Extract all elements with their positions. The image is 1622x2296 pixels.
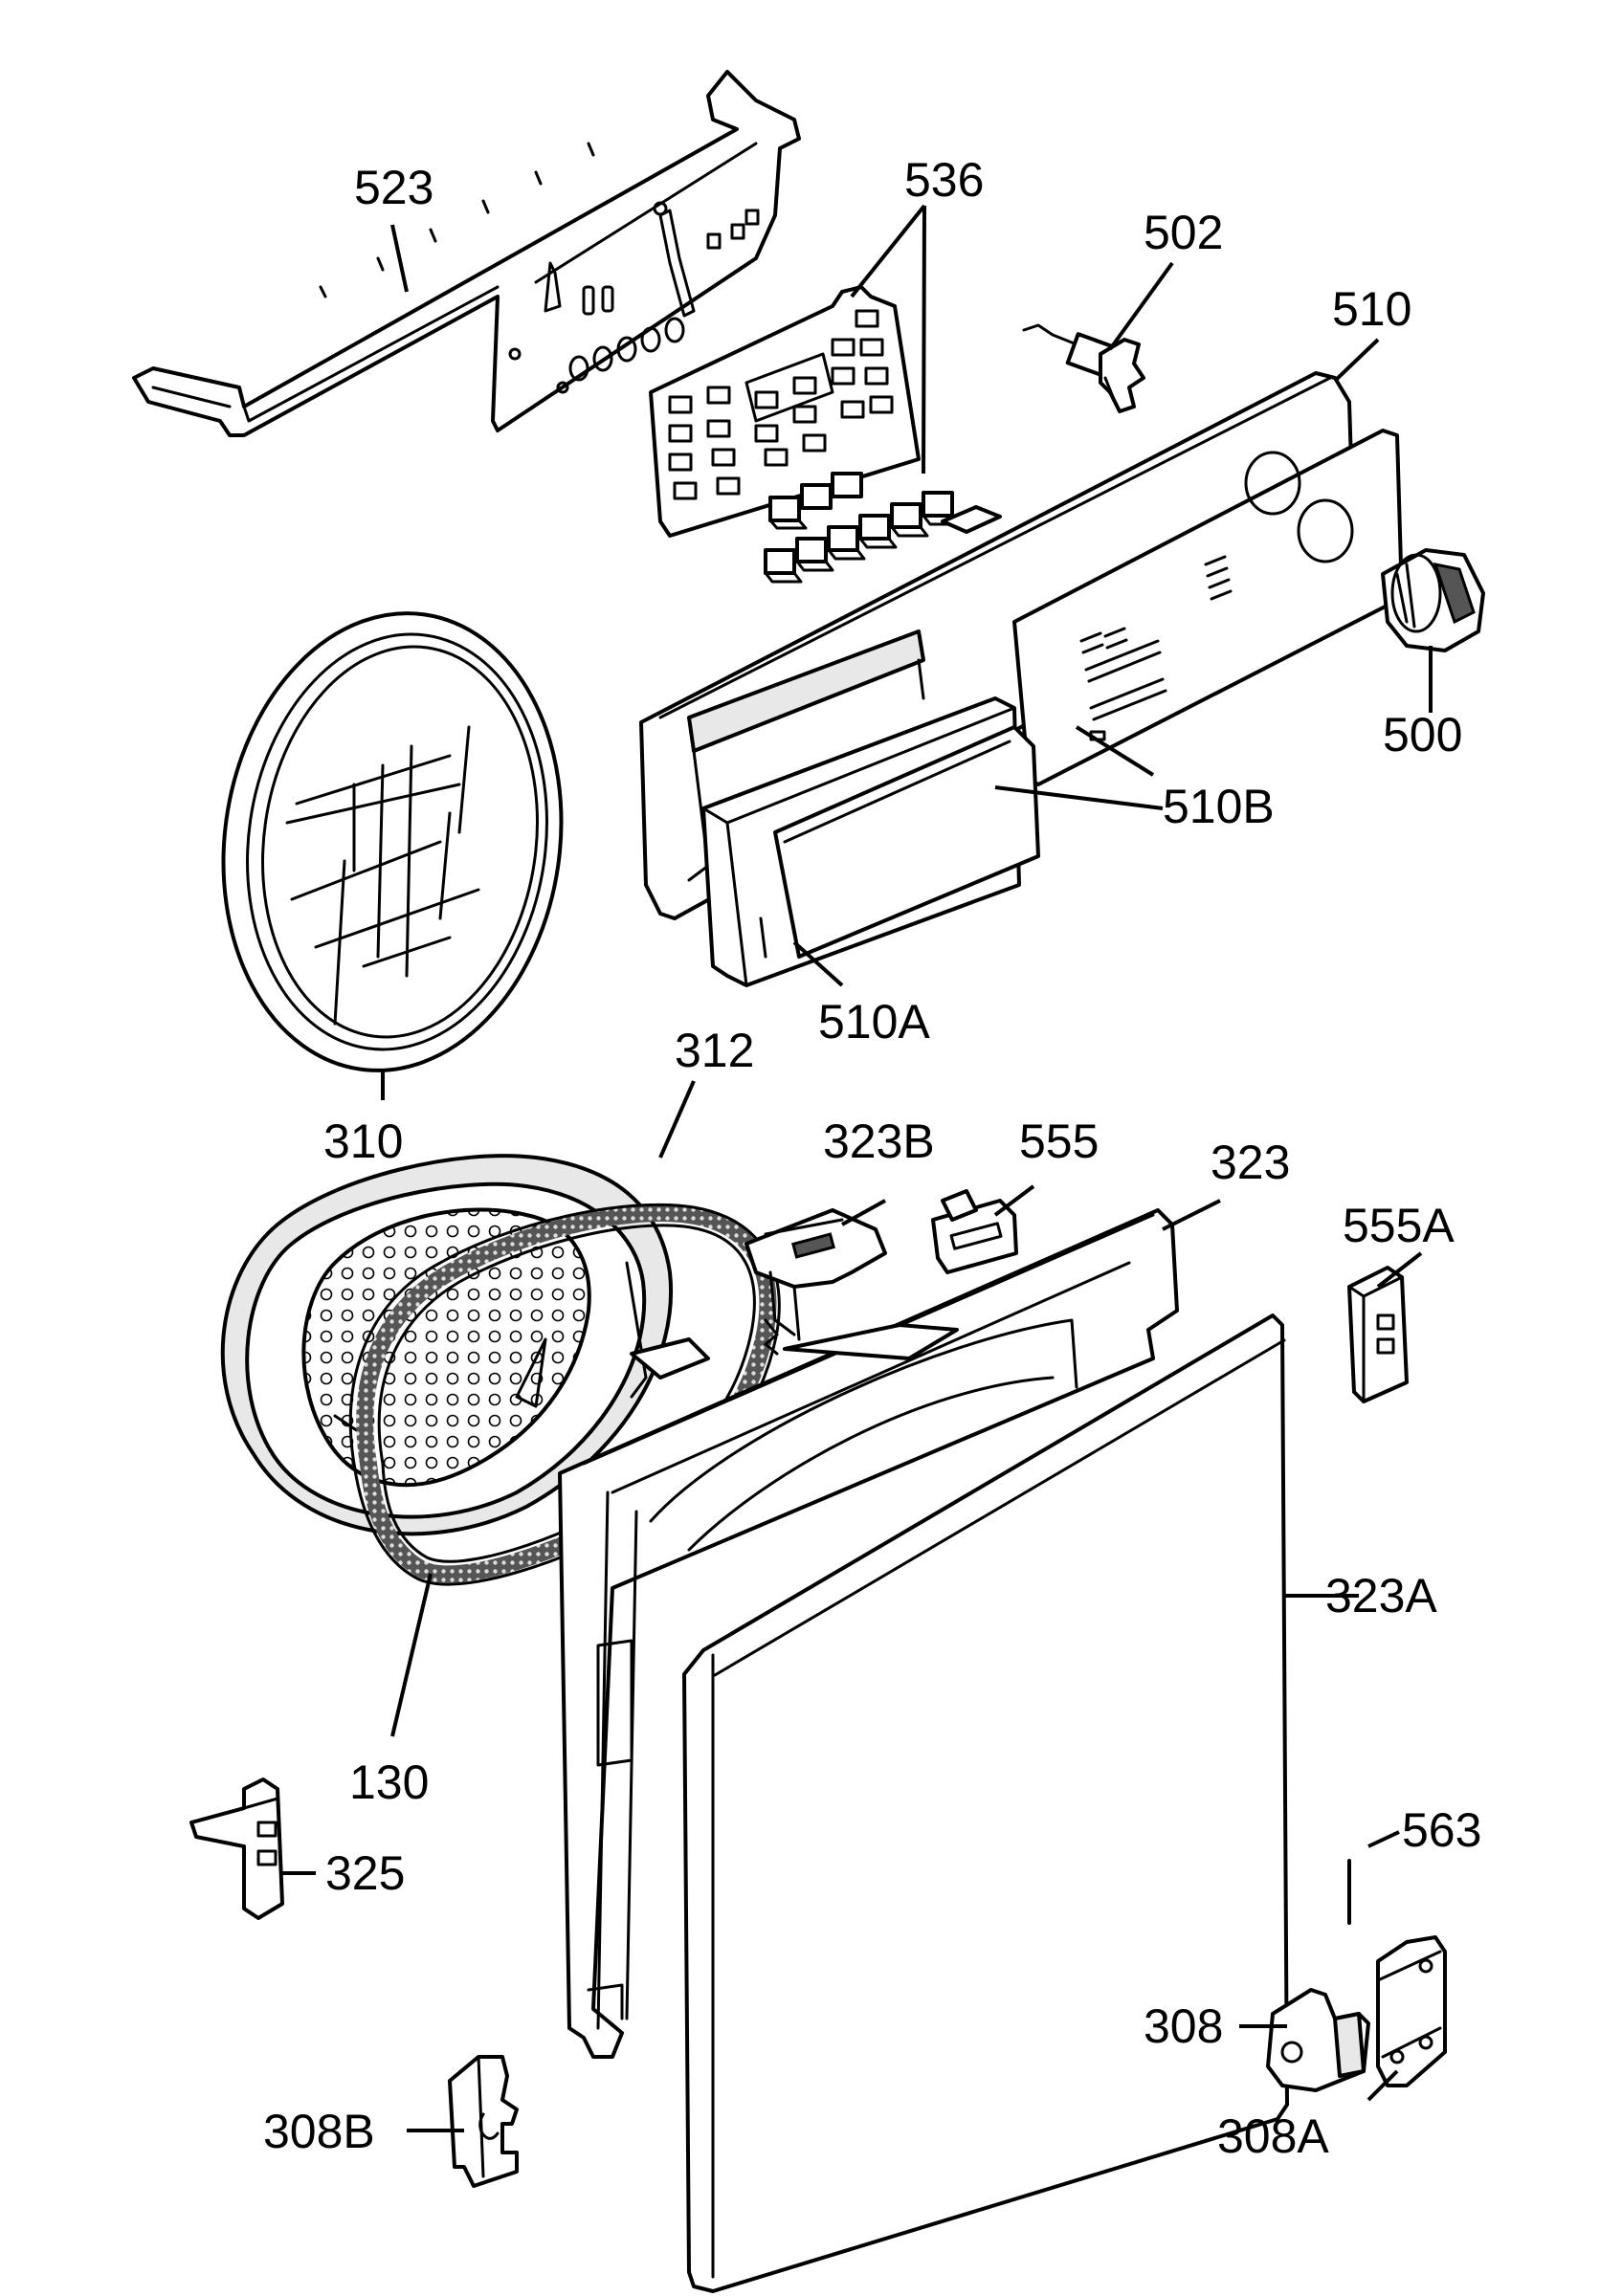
part-130-door-seal bbox=[348, 1203, 781, 1586]
leader-502 bbox=[1108, 261, 1174, 351]
label-510B: 510B bbox=[1163, 780, 1275, 833]
part-323B-door-lock bbox=[744, 1208, 887, 1356]
part-310-door-glass bbox=[221, 611, 564, 1072]
leader-510B-1 bbox=[994, 785, 1164, 810]
leader-312 bbox=[658, 1080, 696, 1159]
leader-523 bbox=[390, 224, 409, 293]
leader-323B bbox=[841, 1199, 886, 1226]
label-310: 310 bbox=[323, 1115, 403, 1168]
label-555A: 555A bbox=[1343, 1199, 1455, 1252]
part-510B-drawer-handle bbox=[773, 725, 1040, 959]
label-323B: 323B bbox=[823, 1115, 935, 1168]
label-500: 500 bbox=[1383, 708, 1462, 762]
leader-536b bbox=[922, 205, 926, 475]
label-536: 536 bbox=[904, 153, 984, 207]
part-323-door-frame bbox=[558, 1208, 1179, 2059]
part-325-switch bbox=[189, 1777, 284, 1920]
part-323A-door-panel bbox=[682, 1314, 1289, 2293]
part-308A-hinge-plate bbox=[1376, 1935, 1447, 2087]
label-308: 308 bbox=[1144, 1999, 1223, 2053]
label-323A: 323A bbox=[1325, 1569, 1437, 1623]
label-510: 510 bbox=[1332, 282, 1411, 336]
label-563: 563 bbox=[1402, 1803, 1481, 1857]
leader-lines bbox=[282, 204, 1433, 2132]
leader-130 bbox=[390, 1573, 433, 1737]
label-325: 325 bbox=[325, 1846, 405, 1900]
label-130: 130 bbox=[349, 1755, 429, 1809]
leader-323 bbox=[1162, 1199, 1221, 1231]
label-308B: 308B bbox=[263, 2105, 375, 2158]
part-308-hinge bbox=[1266, 1988, 1370, 2092]
part-555A-switch-block bbox=[1347, 1266, 1409, 1403]
leader-555 bbox=[993, 1184, 1035, 1217]
part-555-latch bbox=[931, 1189, 1018, 1274]
label-510A: 510A bbox=[818, 995, 930, 1049]
label-502: 502 bbox=[1144, 206, 1223, 259]
part-500-knob bbox=[1381, 548, 1485, 652]
label-555: 555 bbox=[1019, 1115, 1099, 1168]
label-308A: 308A bbox=[1217, 2109, 1329, 2163]
leader-510 bbox=[1333, 338, 1380, 383]
label-323: 323 bbox=[1211, 1136, 1290, 1189]
part-312-door-inner-frame bbox=[220, 1154, 710, 1536]
label-312: 312 bbox=[675, 1024, 754, 1077]
leader-510A bbox=[792, 940, 844, 987]
part-536-control-board bbox=[649, 285, 1002, 584]
callout-labels: 523 536 502 510 500 510B 510A 312 310 32… bbox=[263, 153, 1481, 2163]
part-502-switch bbox=[1022, 323, 1145, 413]
leader-563 bbox=[1367, 1830, 1400, 1848]
label-523: 523 bbox=[354, 161, 433, 214]
part-308B-bracket bbox=[448, 2055, 519, 2188]
part-523-top-bracket bbox=[132, 70, 801, 437]
leader-536 bbox=[850, 204, 926, 298]
leader-510B-2 bbox=[1075, 725, 1155, 777]
leader-308A bbox=[1366, 2069, 1399, 2102]
leader-555A bbox=[1376, 1251, 1423, 1289]
